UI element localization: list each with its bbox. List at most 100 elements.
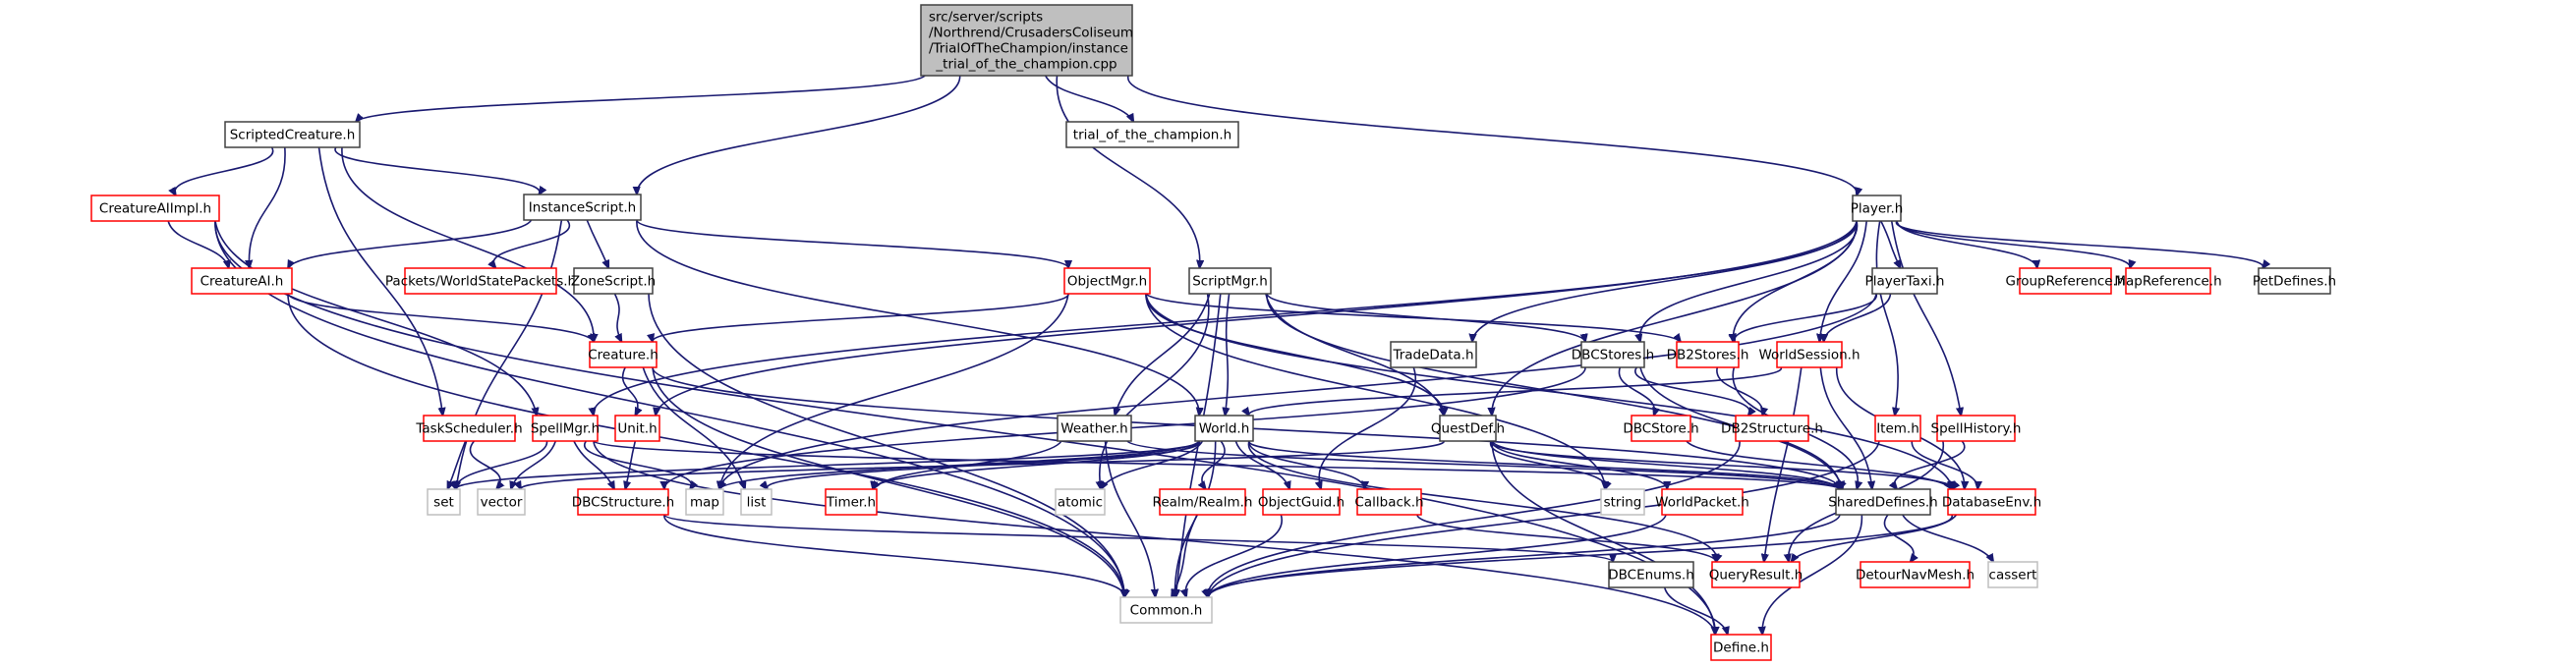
edge-taskscheduler-to-vector [469,440,500,489]
node-label: Callback.h [1354,495,1423,511]
node-world[interactable]: World.h [1194,415,1254,442]
node-callback[interactable]: Callback.h [1354,488,1424,516]
node-box [1947,488,2036,516]
node-worldsession[interactable]: WorldSession.h [1758,341,1860,368]
node-list[interactable]: list [740,488,773,516]
node-root[interactable]: src/server/scripts/Northrend/CrusadersCo… [920,4,1133,77]
node-box [1987,561,2038,588]
edge-zonescript-to-creature [613,293,622,342]
node-creature[interactable]: Creature.h [588,341,658,368]
node-trial-of-the-champion[interactable]: trial_of_the_champion.h [1065,121,1239,148]
node-box [532,415,599,442]
node-dbcenums[interactable]: DBCEnums.h [1608,561,1694,588]
node-box [1936,415,2016,442]
node-set[interactable]: set [427,488,461,516]
node-petdefines[interactable]: PetDefines.h [2253,267,2336,295]
edge-questdef-to-worldpacket [1491,440,1667,489]
node-string[interactable]: string [1600,488,1645,516]
edge-dbcstructure-to-common [663,514,1124,597]
node-db2structure[interactable]: DB2Structure.h [1721,415,1823,442]
node-creatureai[interactable]: CreatureAI.h [191,267,293,295]
nodes-layer: src/server/scripts/Northrend/CrusadersCo… [90,4,2336,661]
edge-objectguid-to-common [1185,514,1283,597]
edge-root-to-scriptedcreature [356,75,926,122]
node-dbcstructure[interactable]: DBCStructure.h [572,488,675,516]
node-unit[interactable]: Unit.h [614,415,660,442]
edge-worldsession-to-world [1249,366,1782,416]
edge-world-to-objectguid [1234,440,1289,489]
node-label: atomic [1058,495,1103,511]
node-label: Define.h [1713,640,1769,656]
node-cassert[interactable]: cassert [1987,561,2038,588]
node-taskscheduler[interactable]: TaskScheduler.h [415,415,523,442]
edge-instancescript-to-worldstatepackets [493,219,571,268]
node-box [1065,121,1239,148]
node-dbcstores[interactable]: DBCStores.h [1572,341,1654,368]
node-atomic[interactable]: atomic [1055,488,1106,516]
node-box [1262,488,1341,516]
node-databaseenv[interactable]: DatabaseEnv.h [1942,488,2041,516]
node-creatureaiimpl[interactable]: CreatureAIImpl.h [90,195,220,222]
node-scriptedcreature[interactable]: ScriptedCreature.h [224,121,361,148]
edge-shareddefines-to-detournavmesh [1883,514,1914,562]
edge-objectmgr-to-databaseenv [1145,293,1952,489]
edge-shareddefines-to-cassert [1902,514,1993,562]
node-dbcstore[interactable]: DBCStore.h [1623,415,1699,442]
node-realm[interactable]: Realm/Realm.h [1153,488,1253,516]
node-label: Timer.h [826,495,876,511]
node-spellmgr[interactable]: SpellMgr.h [531,415,600,442]
node-weather[interactable]: Weather.h [1057,415,1132,442]
node-box [1159,488,1246,516]
node-box [1631,415,1691,442]
node-questdef[interactable]: QuestDef.h [1431,415,1505,442]
node-box [920,4,1133,77]
node-label: Item.h [1876,421,1919,437]
node-mapreference[interactable]: MapReference.h [2114,267,2222,295]
node-label: /TrialOfTheChampion/instance [929,41,1128,57]
node-box [1661,488,1744,516]
node-detournavmesh[interactable]: DetourNavMesh.h [1856,561,1975,588]
node-objectguid[interactable]: ObjectGuid.h [1258,488,1345,516]
node-box [90,195,220,222]
node-box [1874,415,1921,442]
node-box [477,488,526,516]
node-define[interactable]: Define.h [1710,634,1772,661]
node-label: Creature.h [588,348,658,363]
node-scriptmgr[interactable]: ScriptMgr.h [1188,267,1272,295]
edge-spellmgr-to-shareddefines [593,440,1840,489]
node-groupreference[interactable]: GroupReference.h [2006,267,2126,295]
node-timer[interactable]: Timer.h [825,488,878,516]
node-vector[interactable]: vector [477,488,526,516]
node-box [573,267,654,295]
edge-world-to-atomic [1101,440,1204,489]
node-common[interactable]: Common.h [1119,596,1213,624]
node-box [1356,488,1422,516]
edge-player-to-unit [656,220,1858,416]
node-box [1676,341,1740,368]
node-shareddefines[interactable]: SharedDefines.h [1828,488,1938,516]
edge-spellmgr-to-define [593,440,1715,635]
node-player[interactable]: Player.h [1851,195,1904,222]
edge-db2structure-to-common [1208,440,1741,597]
edge-objectmgr-to-string [1145,293,1605,489]
node-db2stores[interactable]: DB2Stores.h [1667,341,1749,368]
node-instancescript[interactable]: InstanceScript.h [523,194,642,221]
node-queryresult[interactable]: QueryResult.h [1709,561,1803,588]
node-objectmgr[interactable]: ObjectMgr.h [1063,267,1151,295]
edge-worldsession-to-queryresult [1764,366,1803,562]
edge-scriptmgr-to-atomic [1100,293,1210,489]
node-label: list [747,495,767,511]
node-box [2258,267,2331,295]
node-box [577,488,669,516]
node-item[interactable]: Item.h [1874,415,1921,442]
node-label: map [690,495,719,511]
node-zonescript[interactable]: ZoneScript.h [571,267,656,295]
node-map[interactable]: map [685,488,724,516]
node-box [1580,341,1645,368]
node-playertaxi[interactable]: PlayerTaxi.h [1865,267,1945,295]
node-spellhistory[interactable]: SpellHistory.h [1931,415,2022,442]
node-worldpacket[interactable]: WorldPacket.h [1655,488,1749,516]
node-worldstatepackets[interactable]: Packets/WorldStatePackets.h [385,267,576,295]
node-tradedata[interactable]: TradeData.h [1390,341,1477,368]
node-box [523,194,642,221]
